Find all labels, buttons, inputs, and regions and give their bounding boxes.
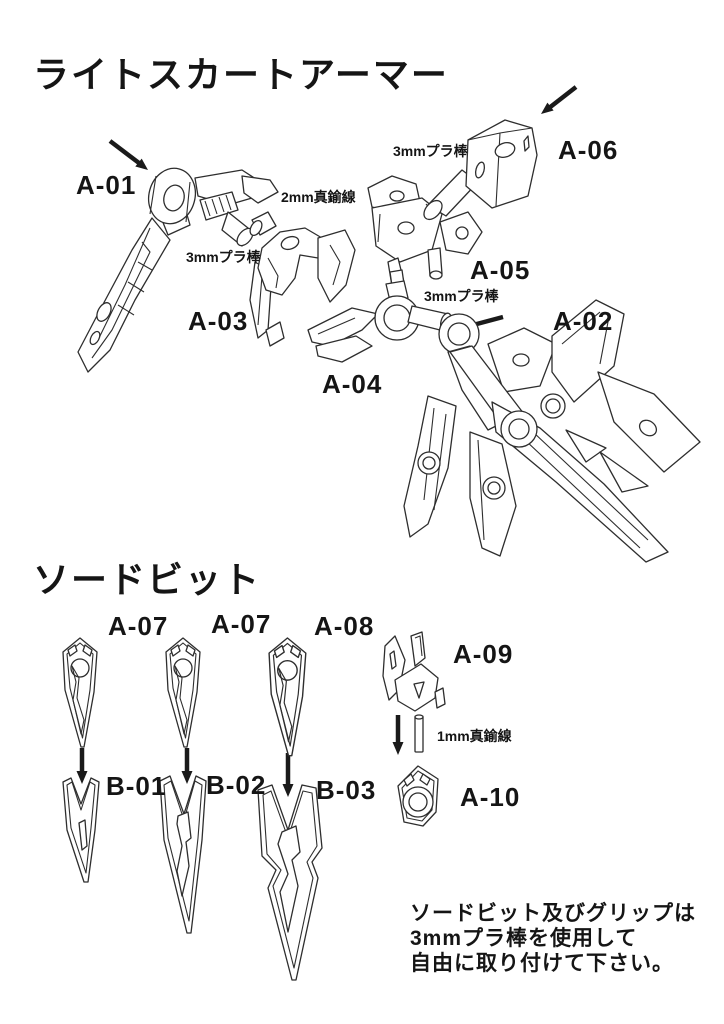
arrow-down-left-icon xyxy=(541,85,578,114)
part-label-b01: B-01 xyxy=(106,771,167,801)
part-label-a08: A-08 xyxy=(314,611,375,641)
annotation-brass1: 1mm真鍮線 xyxy=(437,728,512,744)
a03-assembly-drawing xyxy=(249,211,356,347)
annotation-rod3-a04: 3mmプラ棒 xyxy=(424,288,499,304)
arrow-down-icon-a10 xyxy=(392,715,404,755)
part-label-a06: A-06 xyxy=(558,135,619,165)
a07-left-part-drawing xyxy=(62,637,98,748)
a01-assembly-drawing xyxy=(77,167,279,373)
part-label-a10: A-10 xyxy=(460,782,521,812)
part-label-b02: B-02 xyxy=(206,770,267,800)
annotation-brass2: 2mm真鍮線 xyxy=(281,189,356,205)
a09-part-drawing xyxy=(382,631,446,712)
brass-rod-drawing xyxy=(414,714,424,753)
a08-part-drawing xyxy=(268,637,307,757)
assembly-note-line3: 自由に取り付けて下さい。 xyxy=(410,952,674,975)
part-label-a07-mid: A-07 xyxy=(211,609,272,639)
part-label-a07-left: A-07 xyxy=(108,611,169,641)
arrow-down-icon-b02 xyxy=(181,748,193,784)
part-label-b03: B-03 xyxy=(316,775,377,805)
part-label-a01: A-01 xyxy=(76,170,137,200)
arrow-down-icon-b03 xyxy=(282,753,294,797)
assembly-note-line2: 3mmプラ棒を使用して xyxy=(410,927,638,950)
part-label-a04: A-04 xyxy=(322,369,383,399)
sword-section-title: ソードビット xyxy=(33,559,262,600)
assembly-note: ソードビット及びグリップは 3mmプラ棒を使用して 自由に取り付けて下さい。 xyxy=(410,901,696,976)
a10-part-drawing xyxy=(397,765,439,827)
arrow-down-icon-b01 xyxy=(76,748,88,784)
part-label-a05: A-05 xyxy=(470,255,531,285)
part-label-a02: A-02 xyxy=(553,306,614,336)
annotation-rod3-a01: 3mmプラ棒 xyxy=(186,249,261,265)
armor-section-title: ライトスカートアーマー xyxy=(33,54,449,95)
annotation-rod3-a06: 3mmプラ棒 xyxy=(393,143,468,159)
b03-part-drawing xyxy=(257,784,323,981)
b02-part-drawing xyxy=(159,775,207,934)
arrow-down-right-icon xyxy=(108,139,148,170)
assembly-note-line1: ソードビット及びグリップは xyxy=(410,902,696,925)
a06-assembly-drawing xyxy=(423,119,538,221)
part-label-a03: A-03 xyxy=(188,306,249,336)
a07-mid-part-drawing xyxy=(165,637,201,748)
a02-assembly-drawing xyxy=(403,299,701,563)
part-label-a09: A-09 xyxy=(453,639,514,669)
b01-part-drawing xyxy=(62,777,100,883)
